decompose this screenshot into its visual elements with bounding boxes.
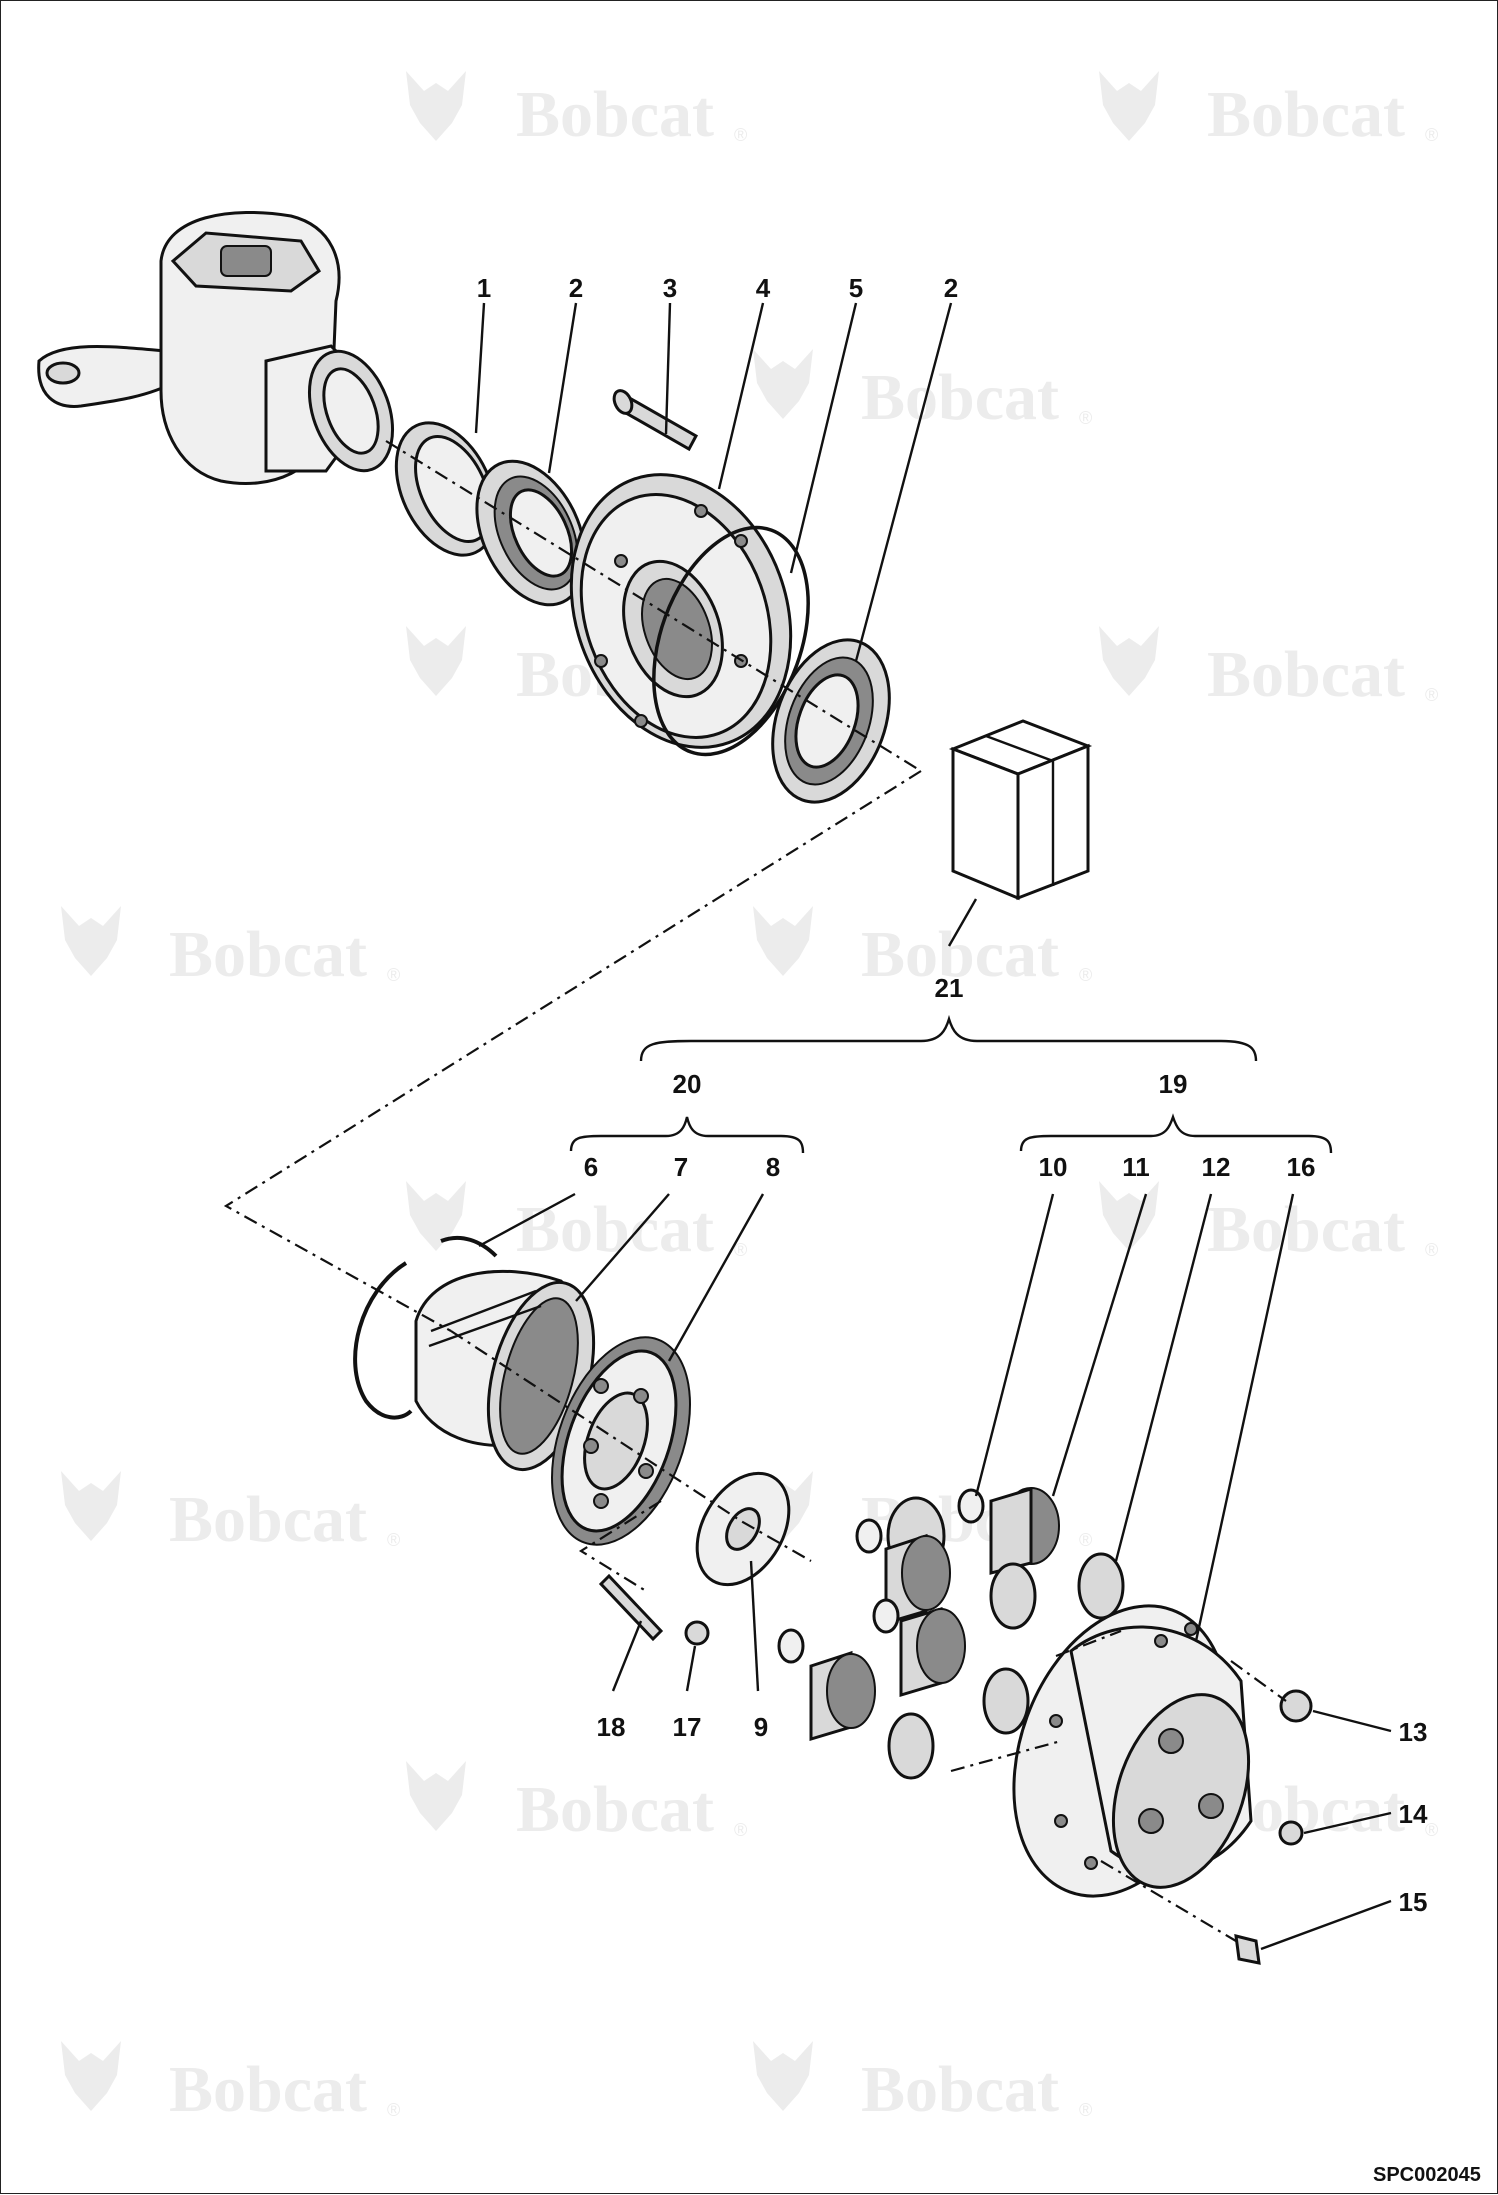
callout-label: 14 xyxy=(1399,1799,1428,1829)
thrust-washer xyxy=(695,1471,791,1587)
wheel-hub-housing xyxy=(1012,1604,1253,1898)
svg-text:Bobcat: Bobcat xyxy=(169,918,367,991)
callout-label: 8 xyxy=(766,1152,780,1182)
drain-plug xyxy=(1234,1934,1261,1965)
hub-nut xyxy=(1279,1689,1313,1723)
lock-nut xyxy=(684,1620,710,1646)
svg-text:Bobcat: Bobcat xyxy=(516,1193,714,1266)
watermark: Bobcat ® xyxy=(61,906,400,991)
tapered-roller-bearing xyxy=(771,638,891,804)
watermark-layer: Bobcat® Bobcat® Bobcat® Bobcat® Bobcat® … xyxy=(61,71,1438,2126)
callout-label: 12 xyxy=(1202,1152,1231,1182)
callout-label: 20 xyxy=(673,1069,702,1099)
seal-ring xyxy=(394,421,498,557)
callout-label: 13 xyxy=(1399,1717,1428,1747)
svg-text:®: ® xyxy=(387,2100,400,2120)
svg-text:Bobcat: Bobcat xyxy=(861,918,1059,991)
watermark: Bobcat ® xyxy=(753,349,1092,434)
bolt-pin xyxy=(598,1573,664,1642)
watermark: Bobcat ® xyxy=(406,71,747,151)
svg-text:Bobcat: Bobcat xyxy=(1207,638,1405,711)
callout-label: 3 xyxy=(663,273,677,303)
steering-knuckle xyxy=(37,210,395,485)
drawing-code: SPC002045 xyxy=(1373,2164,1481,2186)
callout-label: 7 xyxy=(674,1152,688,1182)
callout-label: 11 xyxy=(1122,1152,1150,1182)
planet-gear xyxy=(899,1606,966,1698)
svg-text:Bobcat: Bobcat xyxy=(861,2053,1059,2126)
callout-labels: 1 2 3 4 5 2 21 20 19 6 7 8 10 11 12 16 1… xyxy=(477,273,1428,1917)
callout-label: 10 xyxy=(1039,1152,1068,1182)
callout-label: 2 xyxy=(569,273,583,303)
svg-text:Bobcat: Bobcat xyxy=(169,2053,367,2126)
callout-label: 1 xyxy=(477,273,491,303)
svg-text:®: ® xyxy=(734,125,747,145)
svg-text:®: ® xyxy=(734,1240,747,1260)
callout-label: 5 xyxy=(849,273,863,303)
svg-text:®: ® xyxy=(1079,408,1092,428)
svg-text:Bobcat: Bobcat xyxy=(516,78,714,151)
watermark: Bobcat ® xyxy=(1099,1181,1438,1266)
planet-gear xyxy=(884,1533,951,1626)
hub-flange xyxy=(569,473,793,749)
watermark: Bobcat ® xyxy=(406,1761,747,1846)
leader-lines xyxy=(474,302,1392,1951)
watermark: Bobcat ® xyxy=(1099,626,1438,711)
callout-label: 17 xyxy=(673,1712,702,1742)
needle-bearing xyxy=(887,1552,1125,1780)
svg-text:®: ® xyxy=(734,1820,747,1840)
callout-label: 6 xyxy=(584,1152,598,1182)
callout-label: 9 xyxy=(754,1712,768,1742)
svg-text:®: ® xyxy=(387,965,400,985)
svg-text:®: ® xyxy=(1425,1820,1438,1840)
watermark: Bobcat ® xyxy=(61,1471,400,1556)
assembly-axis-line xyxy=(578,1500,662,1592)
planet-carrier-gear xyxy=(551,1336,691,1546)
svg-text:®: ® xyxy=(1079,1530,1092,1550)
svg-text:®: ® xyxy=(387,1530,400,1550)
assembly-axis-line xyxy=(223,770,922,1332)
watermark: Bobcat ® xyxy=(753,2041,1092,2126)
callout-label: 19 xyxy=(1159,1069,1188,1099)
planet-gear xyxy=(809,1650,876,1742)
snap-ring xyxy=(440,1235,498,1258)
svg-text:Bobcat: Bobcat xyxy=(169,1483,367,1556)
o-ring xyxy=(652,525,810,757)
watermark: Bobcat ® xyxy=(1099,71,1438,151)
svg-text:®: ® xyxy=(1079,965,1092,985)
svg-text:®: ® xyxy=(1425,125,1438,145)
assembly-axis-line xyxy=(385,440,922,772)
ring-gear xyxy=(414,1269,596,1472)
watermark: Bobcat ® xyxy=(61,2041,400,2126)
assembly-axis-line xyxy=(950,1739,1062,1773)
svg-text:®: ® xyxy=(1079,2100,1092,2120)
group-brace xyxy=(569,1014,1333,1154)
kit-box xyxy=(948,719,1093,901)
svg-text:Bobcat: Bobcat xyxy=(1207,78,1405,151)
callout-label: 2 xyxy=(944,273,958,303)
assembly-axis-line xyxy=(1100,1860,1237,1942)
svg-text:Bobcat: Bobcat xyxy=(861,361,1059,434)
snap-ring xyxy=(353,1261,413,1420)
wheel-stud xyxy=(612,389,699,452)
callout-label: 16 xyxy=(1287,1152,1316,1182)
hub-nut xyxy=(1278,1820,1304,1846)
svg-text:®: ® xyxy=(1425,1240,1438,1260)
tapered-roller-bearing xyxy=(475,459,587,607)
watermark: Bobcat ® xyxy=(406,1181,747,1266)
svg-text:Bobcat: Bobcat xyxy=(516,1773,714,1846)
callout-label: 15 xyxy=(1399,1887,1428,1917)
assembly-axis-line xyxy=(1055,1629,1122,1658)
svg-text:®: ® xyxy=(1425,685,1438,705)
callout-label: 18 xyxy=(597,1712,626,1742)
spacer-washer xyxy=(777,1488,985,1664)
callout-label: 21 xyxy=(935,973,964,1003)
watermark: Bobcat ® xyxy=(753,906,1092,991)
callout-label: 4 xyxy=(756,273,771,303)
svg-text:Bobcat: Bobcat xyxy=(1207,1193,1405,1266)
assembly-axis-line xyxy=(1230,1660,1287,1702)
